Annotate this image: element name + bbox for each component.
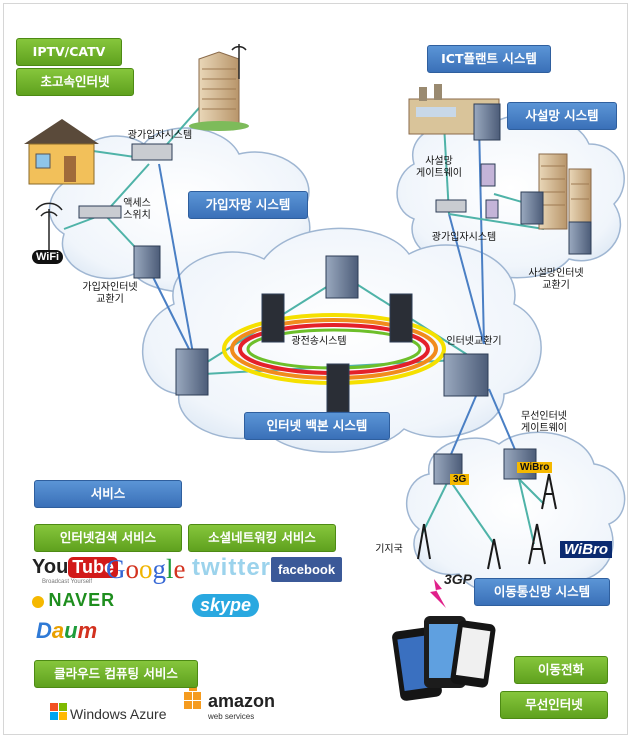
google-logo-letter: G — [106, 554, 126, 584]
caption-optical-subscriber-left: 광가입자시스템 — [127, 130, 193, 141]
base-station-towers — [417, 473, 557, 570]
caption-access-switch: 액세스 스위치 — [123, 198, 151, 221]
amazon-logo: amazon web services — [208, 691, 276, 724]
daum-logo-letter: a — [51, 618, 65, 643]
wifi-antenna-top — [231, 44, 247, 79]
caption-base-station: 기지국 — [375, 544, 403, 555]
ict-plant-label: ICT플랜트 시스템 — [427, 45, 551, 73]
mobile-network-label: 이동통신망 시스템 — [474, 578, 610, 606]
wibro-logo: WiBro — [560, 541, 613, 558]
social-networking-label: 소셜네트워킹 서비스 — [188, 524, 336, 552]
amazon-logo-sub: web services — [208, 712, 255, 721]
naver-logo: NAVER — [32, 590, 115, 611]
caption-optical-transport: 광전송시스템 — [291, 336, 347, 347]
wireless-internet-label: 무선인터넷 — [500, 691, 608, 719]
subscriber-network-label: 가입자망 시스템 — [188, 191, 308, 219]
youtube-tagline: Broadcast Yourself — [42, 579, 93, 585]
daum-logo-letter: D — [36, 618, 52, 643]
caption-wireless-gateway: 무선인터넷 게이트웨이 — [521, 411, 567, 434]
google-logo-letter: l — [166, 554, 174, 584]
network-art — [24, 44, 626, 720]
lightning-icon — [430, 579, 446, 608]
youtube-logo-you: You — [32, 556, 69, 578]
backbone-label: 인터넷 백본 시스템 — [244, 412, 390, 440]
cloud-computing-label: 클라우드 컴퓨팅 서비스 — [34, 660, 198, 688]
windows-azure-logo: Windows Azure — [70, 706, 167, 722]
apartment-right — [538, 153, 592, 230]
facebook-logo: facebook — [271, 557, 343, 582]
windows-flag — [50, 703, 67, 720]
caption-subscriber-exchange: 가입자인터넷 교환기 — [82, 282, 138, 305]
google-logo-letter: o — [125, 554, 140, 584]
google-logo-letter: e — [173, 554, 186, 584]
wifi-badge: WiFi — [32, 250, 64, 264]
daum-logo-letter: u — [64, 618, 78, 643]
3g-badge: 3G — [450, 474, 470, 485]
apartment-left — [189, 51, 249, 131]
private-network-label: 사설망 시스템 — [507, 102, 617, 130]
caption-private-exchange: 사설망인터넷 교환기 — [528, 268, 584, 291]
caption-private-gateway: 사설망 게이트웨이 — [416, 156, 462, 179]
smartphones — [392, 616, 496, 701]
naver-logo-text: NAVER — [48, 590, 116, 610]
google-logo-letter: o — [139, 554, 153, 584]
diagram-frame: IPTV/CATV 초고속인터넷 ICT플랜트 시스템 사설망 시스템 가입자망… — [3, 3, 628, 735]
high-speed-internet-label: 초고속인터넷 — [16, 68, 134, 96]
youtube-logo-tube: Tube — [68, 557, 118, 578]
daum-logo-letter: m — [77, 618, 98, 643]
daum-logo: Daum — [36, 618, 97, 644]
amazon-logo-text: amazon — [208, 691, 276, 711]
iptv-catv-label: IPTV/CATV — [16, 38, 122, 66]
3gp-logo: 3GP — [444, 571, 473, 587]
skype-logo: skype — [192, 594, 260, 617]
caption-optical-subscriber-right: 광가입자시스템 — [431, 232, 497, 243]
services-label: 서비스 — [34, 480, 182, 508]
google-logo: Google — [106, 554, 186, 585]
google-logo-letter: g — [152, 554, 167, 584]
mobile-phone-label: 이동전화 — [514, 656, 608, 684]
house — [24, 119, 99, 185]
backbone-cloud — [141, 227, 542, 453]
wibro-small-badge: WiBro — [517, 462, 553, 473]
internet-search-label: 인터넷검색 서비스 — [34, 524, 182, 552]
caption-internet-exchange: 인터넷교환기 — [446, 336, 502, 347]
twitter-logo: twitter — [192, 554, 271, 581]
